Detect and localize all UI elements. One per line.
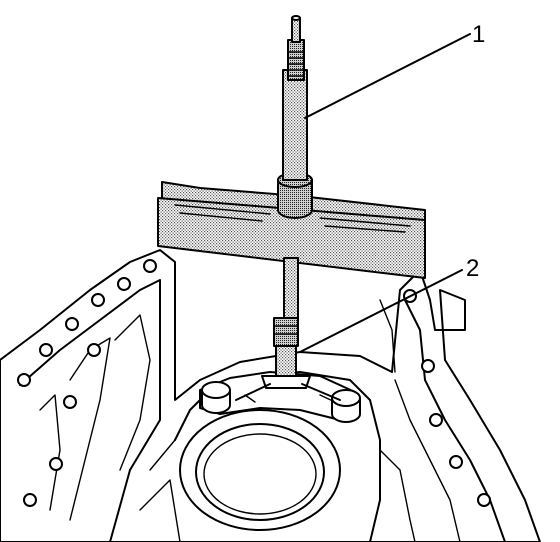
boss-right-top xyxy=(331,389,361,407)
bolt-hole xyxy=(477,493,491,507)
bolt-hole xyxy=(449,455,463,469)
bolt-hole xyxy=(91,293,105,307)
bolt-hole xyxy=(17,373,31,387)
bolt-hole xyxy=(65,317,79,331)
puller-lower-rod xyxy=(283,257,299,319)
puller-threaded-end xyxy=(287,39,305,81)
callout-2-leader xyxy=(299,269,463,353)
case-right-rib-1 xyxy=(394,379,461,542)
bearing-race-inner xyxy=(195,423,325,521)
adapter-leg-right xyxy=(301,383,341,401)
case-inner-web-right xyxy=(379,449,416,542)
bolt-hole xyxy=(23,493,37,507)
boss-left-top xyxy=(201,381,231,399)
bolt-hole xyxy=(117,277,131,291)
callout-1-leader xyxy=(304,33,471,119)
adapter-coupler-rings xyxy=(273,325,299,335)
case-inner-web-left xyxy=(139,439,181,542)
puller-tool xyxy=(157,15,426,319)
callout-1-label: 1 xyxy=(472,21,485,48)
bolt-hole xyxy=(143,259,157,273)
puller-hub xyxy=(277,179,313,219)
transmission-case xyxy=(0,249,541,542)
case-left-rib-1 xyxy=(69,337,111,521)
bolt-hole xyxy=(39,343,53,357)
case-left-rib-3 xyxy=(39,394,61,511)
bearing-race-lip xyxy=(203,433,317,515)
puller-tip-cap xyxy=(291,15,301,21)
callout-2-label: 2 xyxy=(466,255,479,282)
case-left-inner-edge xyxy=(19,279,161,542)
bolt-holes xyxy=(17,259,491,507)
bolt-hole xyxy=(49,457,63,471)
adapter-leg-left xyxy=(235,383,271,401)
adapter-shank xyxy=(275,345,297,377)
puller-main-shaft xyxy=(282,69,308,181)
support-bosses xyxy=(201,381,361,423)
adapter-tool xyxy=(235,317,341,401)
puller-tip xyxy=(291,17,301,43)
puller-threads xyxy=(287,51,305,77)
adapter-coupler xyxy=(273,317,299,347)
adapter-jaws xyxy=(261,375,311,389)
bolt-hole xyxy=(63,395,77,409)
bolt-hole xyxy=(421,359,435,373)
bolt-hole xyxy=(87,343,101,357)
bolt-hole xyxy=(429,413,443,427)
case-left-rib-2 xyxy=(114,314,151,471)
puller-crossbar-slot xyxy=(174,204,411,233)
